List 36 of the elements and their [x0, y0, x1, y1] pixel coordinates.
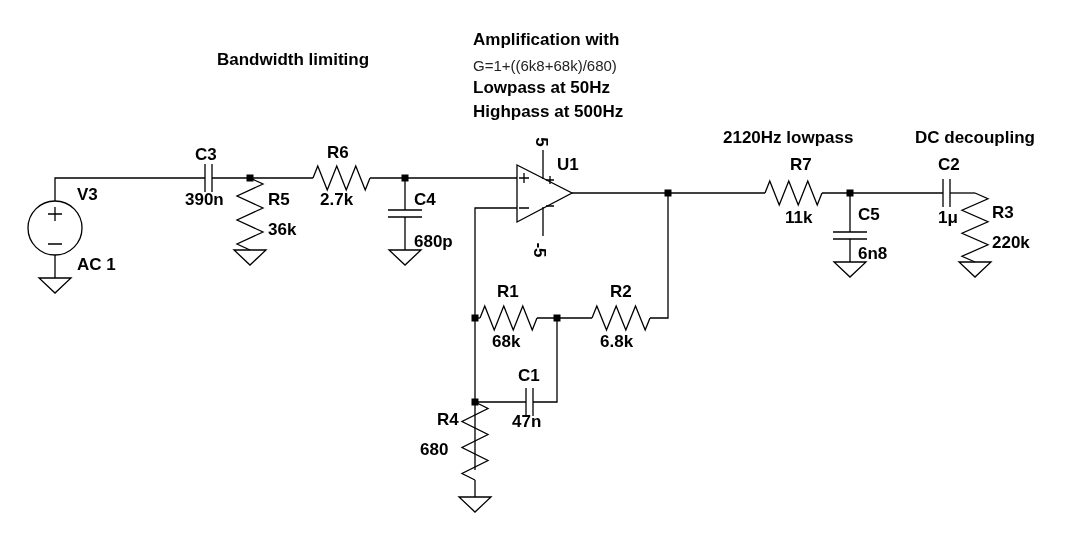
annotation-text: Lowpass at 50Hz — [473, 78, 610, 98]
component-label: C4 — [414, 190, 436, 210]
component-value: 680p — [414, 232, 453, 252]
annotation-text: DC decoupling — [915, 128, 1035, 148]
supply-voltage-label: 5 — [530, 137, 551, 147]
component-label: C2 — [938, 155, 960, 175]
component-label: R2 — [610, 282, 632, 302]
component-label: C3 — [195, 145, 217, 165]
component-value: 11k — [785, 208, 813, 228]
component-label: R1 — [497, 282, 519, 302]
supply-voltage-label: -5 — [528, 242, 549, 258]
component-value: 68k — [492, 332, 521, 352]
component-label: R7 — [790, 155, 812, 175]
component-value: 220k — [992, 233, 1030, 253]
component-label: U1 — [557, 155, 579, 175]
component-label: R5 — [268, 190, 290, 210]
component-value: 1μ — [938, 208, 958, 228]
component-label: C1 — [518, 366, 540, 386]
component-label: R3 — [992, 203, 1014, 223]
component-value: 36k — [268, 220, 297, 240]
component-value: 390n — [185, 190, 224, 210]
component-label: V3 — [77, 185, 98, 205]
component-value: 680 — [420, 440, 449, 460]
annotation-text: Amplification with — [473, 30, 620, 50]
component-value: 6.8k — [600, 332, 634, 352]
component-label: C5 — [858, 205, 880, 225]
component-value: 47n — [512, 412, 542, 432]
component-label: R6 — [327, 143, 349, 163]
annotation-text: Bandwidth limiting — [217, 50, 370, 70]
component-label: R4 — [437, 410, 459, 430]
component-value: AC 1 — [77, 255, 116, 275]
gain-formula: G=1+((6k8+68k)/680) — [473, 56, 617, 76]
component-value: 6n8 — [858, 244, 888, 264]
component-value: 2.7k — [320, 190, 354, 210]
annotation-text: 2120Hz lowpass — [723, 128, 854, 148]
annotation-text: Highpass at 500Hz — [473, 102, 624, 122]
